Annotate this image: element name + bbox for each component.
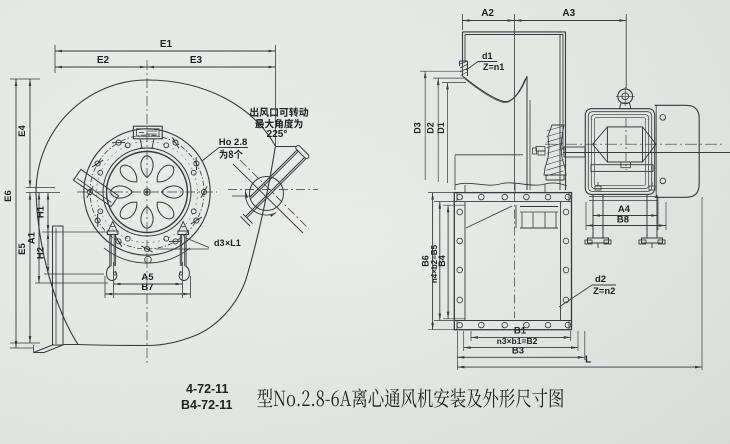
svg-text:A2: A2 (481, 8, 494, 19)
svg-text:E2: E2 (97, 55, 110, 66)
svg-text:n4×b2=B5: n4×b2=B5 (430, 244, 439, 283)
svg-text:A3: A3 (562, 8, 575, 19)
svg-text:D1: D1 (436, 122, 446, 134)
svg-text:d1: d1 (482, 51, 493, 61)
svg-text:×L1: ×L1 (225, 238, 241, 248)
svg-text:d3: d3 (214, 238, 225, 248)
svg-text:B1: B1 (514, 326, 527, 337)
svg-text:Z=n2: Z=n2 (593, 286, 615, 297)
svg-text:E1: E1 (160, 39, 173, 50)
svg-text:E6: E6 (3, 190, 14, 202)
svg-text:D3: D3 (413, 122, 423, 134)
svg-text:A5: A5 (141, 272, 154, 283)
svg-text:D2: D2 (426, 122, 436, 134)
svg-text:Ho 2.8: Ho 2.8 (219, 137, 248, 148)
svg-text:n3×b1=B2: n3×b1=B2 (497, 336, 538, 346)
svg-text:225°: 225° (267, 129, 288, 140)
svg-text:E4: E4 (17, 124, 28, 136)
svg-text:B6: B6 (421, 255, 431, 267)
svg-text:E3: E3 (190, 55, 203, 66)
svg-text:B4-72-11: B4-72-11 (181, 398, 232, 412)
svg-text:L: L (585, 355, 591, 366)
svg-text:Z=n1: Z=n1 (483, 62, 504, 72)
svg-text:B4: B4 (437, 255, 447, 267)
svg-text:d2: d2 (595, 274, 606, 285)
svg-text:B8: B8 (617, 215, 629, 226)
svg-text:A4: A4 (618, 204, 631, 215)
svg-text:A1: A1 (27, 231, 38, 244)
svg-text:H1: H1 (36, 205, 47, 218)
svg-text:B7: B7 (141, 282, 153, 293)
svg-text:H2: H2 (36, 247, 47, 259)
svg-text:4-72-11: 4-72-11 (186, 382, 228, 396)
svg-text:E5: E5 (17, 242, 28, 254)
svg-text:B3: B3 (512, 346, 524, 357)
